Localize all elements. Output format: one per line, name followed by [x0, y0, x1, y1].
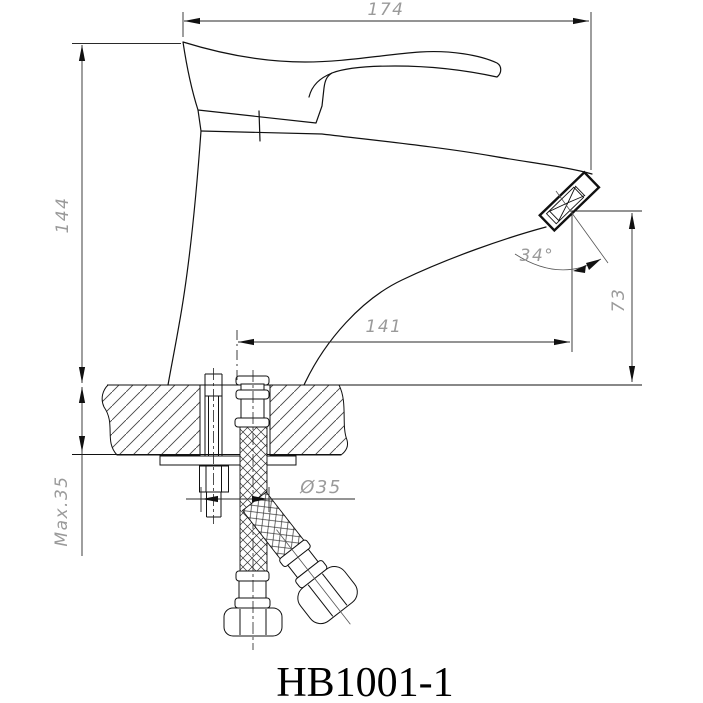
faucet-handle [182, 41, 502, 124]
body-left-edge [167, 109, 202, 386]
dim-mount-hole: Ø35 [186, 477, 355, 512]
spout-top-edge [200, 130, 593, 175]
mounting-washer-plate [159, 455, 297, 466]
aerator-valve-symbol [548, 185, 586, 222]
faucet-body [167, 41, 601, 386]
dim-text-dia35: Ø35 [299, 477, 342, 498]
collar-seam [258, 110, 261, 142]
dim-text-73: 73 [609, 288, 629, 313]
dim-text-144: 144 [53, 197, 73, 234]
dim-max-deck-thickness: Max.35 [52, 387, 86, 556]
countertop-left-block [101, 384, 201, 456]
dim-text-34deg: 34° [520, 246, 555, 266]
dim-spout-reach: 141 [236, 210, 573, 384]
dim-text-141: 141 [366, 317, 403, 337]
mounting-nut [199, 465, 229, 493]
aerator [538, 170, 601, 233]
handle-neck-line [308, 72, 333, 98]
dim-text-max35: Max.35 [52, 475, 72, 546]
countertop-section [72, 384, 642, 456]
dim-text-174: 174 [368, 0, 405, 20]
dim-overall-width: 174 [182, 0, 592, 170]
spout-underside [303, 226, 547, 386]
countertop-right-block [269, 384, 348, 456]
dim-outlet-height: 73 [576, 210, 642, 382]
dim-body-height: 144 [53, 43, 181, 383]
dimension-layer: 174 144 Max.35 141 73 [52, 0, 642, 556]
mounting-stud [199, 368, 229, 524]
dim-outlet-angle: 34° [514, 190, 609, 273]
model-number-caption: HB1001-1 [276, 660, 453, 703]
